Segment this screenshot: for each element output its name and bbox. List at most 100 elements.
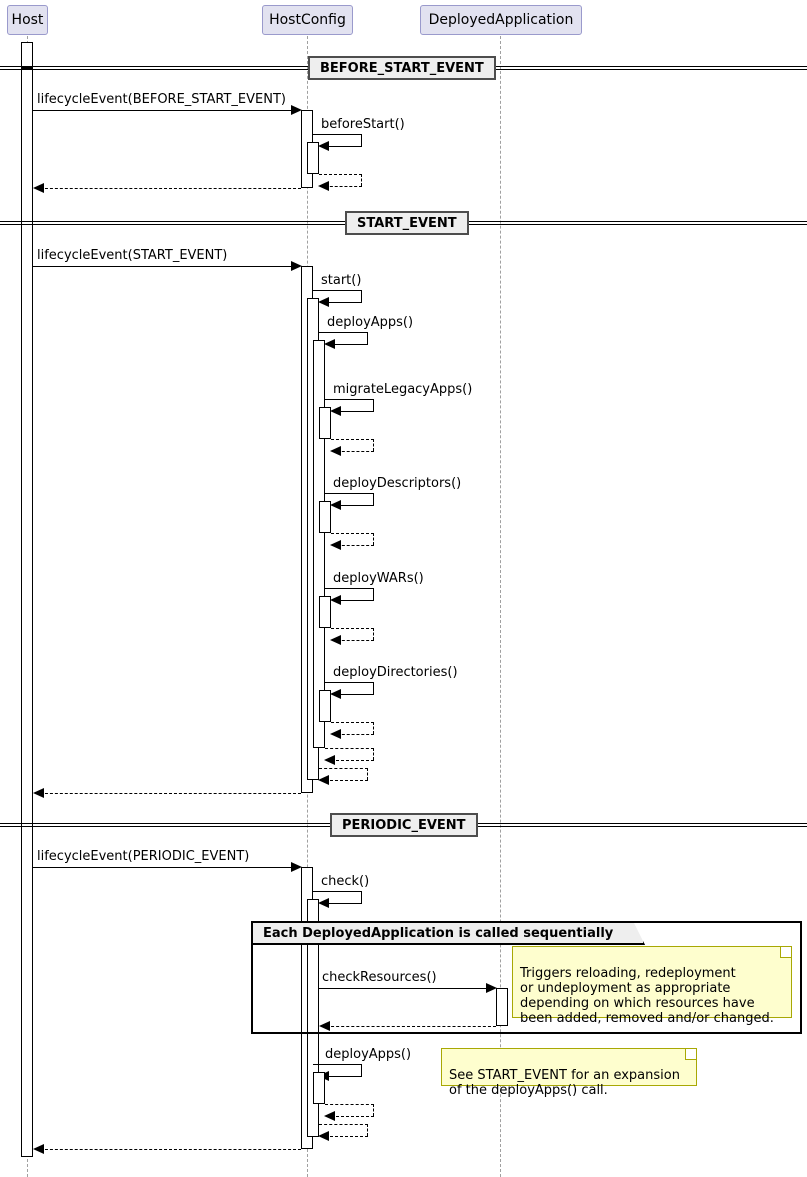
message-arrowhead-check xyxy=(318,898,329,908)
message-label-lifecycle-before-start: lifecycleEvent(BEFORE_START_EVENT) xyxy=(37,92,286,107)
return-arrowhead-lifecycle-start xyxy=(33,788,44,798)
message-line-check-back xyxy=(325,903,362,904)
activation-hostconfig-deploy-apps-periodic xyxy=(313,1072,325,1104)
message-vert-directories xyxy=(373,682,374,694)
return-line-start-out xyxy=(319,768,368,769)
message-line-deploy-apps-back xyxy=(331,344,368,345)
message-vert-migrate xyxy=(373,399,374,411)
return-arrowhead-lifecycle-before-start xyxy=(33,183,44,193)
return-line-check-out xyxy=(319,1124,368,1125)
return-line-lifecycle-before-start xyxy=(40,188,301,189)
message-arrowhead-lifecycle-before-start xyxy=(291,105,302,115)
activation-hostconfig-deploy-apps xyxy=(313,340,325,748)
participant-host[interactable]: Host xyxy=(7,5,48,35)
return-line-before-start-out xyxy=(319,174,362,175)
group-label-sequential: Each DeployedApplication is called seque… xyxy=(263,925,614,941)
return-line-descriptors-back xyxy=(337,545,374,546)
message-vert-deploy-apps-periodic xyxy=(361,1064,362,1076)
return-line-lifecycle-start xyxy=(40,793,301,794)
note-deploy-apps-text: See START_EVENT for an expansion of the … xyxy=(449,1068,680,1098)
lifeline-deployedapplication xyxy=(500,36,501,1177)
return-arrowhead-start xyxy=(318,775,329,785)
return-arrowhead-directories xyxy=(330,729,341,739)
message-label-deploy-apps-periodic: deployApps() xyxy=(325,1047,412,1062)
divider-before-start-label: BEFORE_START_EVENT xyxy=(320,60,484,76)
message-label-lifecycle-periodic: lifecycleEvent(PERIODIC_EVENT) xyxy=(37,849,250,864)
return-vert-wars xyxy=(373,628,374,640)
message-line-lifecycle-periodic xyxy=(33,867,294,868)
note-deploy-apps: See START_EVENT for an expansion of the … xyxy=(441,1048,697,1098)
return-arrowhead-lifecycle-periodic xyxy=(33,1144,44,1154)
activation-hostconfig-migrate xyxy=(319,407,331,439)
return-arrowhead-deploy-apps-periodic xyxy=(324,1111,335,1121)
message-label-check: check() xyxy=(321,874,370,889)
return-vert-directories xyxy=(373,722,374,734)
return-vert-migrate xyxy=(373,439,374,451)
message-line-before-start-back xyxy=(325,146,362,147)
return-line-lifecycle-periodic xyxy=(40,1149,301,1150)
return-vert-deploy-apps-periodic xyxy=(373,1104,374,1116)
message-arrowhead-descriptors xyxy=(330,500,341,510)
return-line-directories-back xyxy=(337,734,374,735)
message-label-start: start() xyxy=(321,273,362,288)
return-line-wars-back xyxy=(337,640,374,641)
activation-hostconfig-before-start-nested xyxy=(307,142,319,174)
message-line-deploy-apps-periodic-back xyxy=(325,1076,362,1077)
return-line-deploy-apps-back xyxy=(331,760,374,761)
message-line-lifecycle-start xyxy=(33,266,294,267)
note-check-resources-text: Triggers reloading, redeployment or unde… xyxy=(520,966,774,1026)
divider-periodic-label: PERIODIC_EVENT xyxy=(342,817,466,833)
message-line-start-out xyxy=(313,290,362,291)
activation-hostconfig-directories xyxy=(319,690,331,722)
message-label-lifecycle-start: lifecycleEvent(START_EVENT) xyxy=(37,248,228,263)
group-tab-sequential: Each DeployedApplication is called seque… xyxy=(253,923,645,945)
message-arrowhead-lifecycle-start xyxy=(291,261,302,271)
message-label-deploy-apps-start: deployApps() xyxy=(327,315,414,330)
message-label-before-start: beforeStart() xyxy=(321,117,405,132)
return-arrowhead-migrate xyxy=(330,446,341,456)
return-line-check-back xyxy=(325,1136,368,1137)
participant-hostconfig[interactable]: HostConfig xyxy=(262,5,353,35)
message-label-check-resources: checkResources() xyxy=(322,970,437,985)
divider-before-start-event: BEFORE_START_EVENT xyxy=(308,56,496,80)
return-arrowhead-check xyxy=(318,1131,329,1141)
return-line-deploy-apps-periodic-out xyxy=(325,1104,374,1105)
message-line-deploy-apps-out xyxy=(319,332,368,333)
group-frame-sequential xyxy=(251,921,802,1034)
return-vert-deploy-apps xyxy=(373,748,374,760)
message-label-deploy-descriptors: deployDescriptors() xyxy=(333,476,462,491)
message-arrowhead-before-start xyxy=(318,141,329,151)
message-arrowhead-lifecycle-periodic xyxy=(291,862,302,872)
activation-host-main xyxy=(21,68,33,1157)
participant-deployedapplication[interactable]: DeployedApplication xyxy=(420,5,582,35)
return-line-before-start-back xyxy=(325,186,362,187)
note-fold-icon-2 xyxy=(685,1049,696,1060)
divider-start-label: START_EVENT xyxy=(357,215,457,231)
message-vert-descriptors xyxy=(373,493,374,505)
message-line-migrate-back xyxy=(337,411,374,412)
message-line-descriptors-out xyxy=(325,493,374,494)
return-line-check-resources xyxy=(326,1026,496,1027)
message-line-migrate-out xyxy=(325,399,374,400)
activation-deployedapplication-check-resources xyxy=(496,988,508,1026)
message-arrowhead-directories xyxy=(330,689,341,699)
message-label-deploy-directories: deployDirectories() xyxy=(333,665,458,680)
message-line-wars-out xyxy=(325,588,374,589)
message-line-directories-out xyxy=(325,682,374,683)
activation-host-stub xyxy=(21,42,33,68)
return-line-deploy-apps-periodic-back xyxy=(331,1116,374,1117)
message-arrowhead-wars xyxy=(330,595,341,605)
return-arrowhead-check-resources xyxy=(319,1021,330,1031)
message-label-deploy-wars: deployWARs() xyxy=(333,571,424,586)
return-line-migrate-out xyxy=(331,439,374,440)
return-arrowhead-before-start xyxy=(318,181,329,191)
message-vert-start xyxy=(361,290,362,302)
return-arrowhead-descriptors xyxy=(330,540,341,550)
return-line-deploy-apps-out xyxy=(325,748,374,749)
return-vert-check xyxy=(367,1124,368,1136)
message-vert-deploy-apps xyxy=(367,332,368,344)
return-vert-descriptors xyxy=(373,533,374,545)
return-line-start-back xyxy=(325,780,368,781)
message-line-before-start-out xyxy=(313,134,362,135)
return-arrowhead-deploy-apps xyxy=(324,755,335,765)
